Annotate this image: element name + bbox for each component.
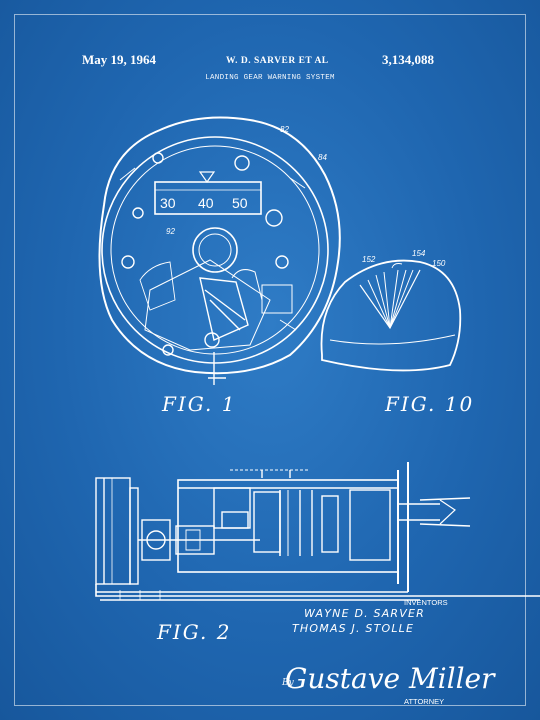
dial-scale-40: 40 bbox=[198, 195, 214, 211]
inventor-2-name: THOMAS J. STOLLE bbox=[292, 622, 415, 635]
attorney-label: ATTORNEY bbox=[404, 697, 445, 706]
fig10-caption: FIG. 10 bbox=[385, 392, 475, 416]
patent-date: May 19, 1964 bbox=[82, 52, 157, 67]
ref-82: 82 bbox=[280, 125, 289, 134]
ref-150: 150 bbox=[432, 259, 446, 268]
ref-92: 92 bbox=[166, 227, 175, 236]
ref-152: 152 bbox=[362, 255, 376, 264]
ref-84: 84 bbox=[318, 153, 327, 162]
inventors-label: INVENTORS bbox=[404, 598, 448, 607]
fig2-drawing bbox=[95, 462, 540, 601]
inventor-1-name: WAYNE D. SARVER bbox=[304, 607, 425, 620]
dial-scale-30: 30 bbox=[160, 195, 176, 211]
patent-title: LANDING GEAR WARNING SYSTEM bbox=[205, 74, 335, 82]
fig1-caption: FIG. 1 bbox=[162, 392, 237, 416]
ref-154: 154 bbox=[412, 249, 426, 258]
dial-scale-50: 50 bbox=[232, 195, 248, 211]
fig10-drawing bbox=[320, 259, 462, 372]
attorney-signature: Gustave Miller bbox=[285, 662, 495, 695]
patent-number: 3,134,088 bbox=[382, 52, 434, 67]
fig2-caption: FIG. 2 bbox=[157, 620, 232, 644]
by-label: By bbox=[282, 678, 294, 688]
fig1-dial-drawing bbox=[98, 116, 341, 385]
inventor-header: W. D. SARVER ET AL bbox=[226, 56, 329, 66]
blueprint-border bbox=[14, 14, 526, 706]
